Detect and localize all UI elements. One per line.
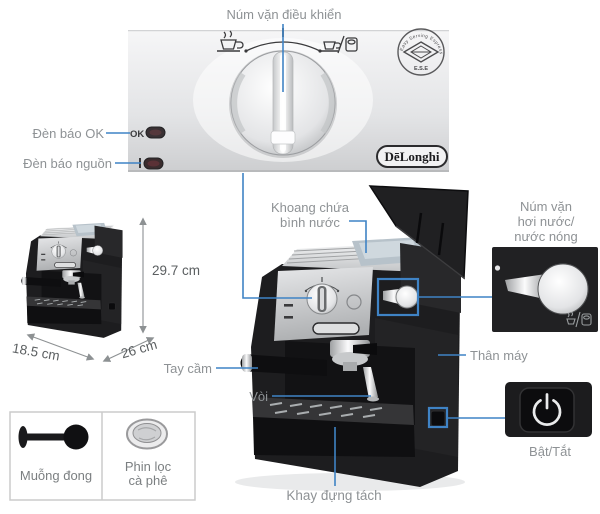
control-panel-closeup: Easy Serving Espresso E.S.E DēLonghi OK bbox=[0, 0, 449, 172]
brand-logo: DēLonghi bbox=[376, 145, 448, 168]
water-tank-label-line1: Khoang chứa bbox=[270, 200, 350, 215]
filter-label: Phin lọc cà phê bbox=[125, 460, 171, 488]
steam-knob-label-line2: hơi nước/ bbox=[517, 214, 575, 229]
dimension-lines bbox=[26, 217, 155, 362]
power-label: Bật/Tắt bbox=[529, 444, 571, 459]
nozzle-label: Vòi bbox=[249, 389, 268, 404]
filter-label-line2: cà phê bbox=[128, 473, 168, 488]
power-icon bbox=[532, 393, 562, 426]
control-knob bbox=[229, 50, 337, 158]
ok-light-label: Đèn báo OK bbox=[32, 126, 104, 141]
power-indicator-light bbox=[139, 157, 164, 170]
steam-cup-icon bbox=[217, 30, 244, 52]
water-tank-label-line2: bình nước bbox=[280, 215, 340, 230]
brand-logo-text: DēLonghi bbox=[385, 149, 440, 164]
accessory-box bbox=[9, 411, 196, 501]
body-label: Thân máy bbox=[470, 348, 528, 363]
measuring-spoon-icon bbox=[18, 424, 89, 450]
filter-label-line1: Phin lọc bbox=[124, 459, 172, 474]
cup-tray-label: Khay đựng tách bbox=[286, 488, 382, 503]
steam-knob-label: Núm vặn hơi nước/ nước nóng bbox=[514, 199, 578, 244]
ok-light-caption: OK bbox=[130, 129, 144, 140]
water-tank-label: Khoang chứa bình nước bbox=[271, 200, 349, 230]
steam-cup-pod-mini-icons bbox=[566, 311, 592, 328]
main-machine bbox=[235, 184, 470, 491]
coffee-filter-icon bbox=[126, 418, 168, 450]
control-knob-label: Núm vặn điều khiển bbox=[226, 7, 342, 22]
power-light-label: Đèn báo nguồn bbox=[23, 156, 112, 171]
steam-knob-label-line3: nước nóng bbox=[514, 229, 578, 244]
spoon-label: Muỗng đong bbox=[19, 468, 93, 483]
ese-text: E.S.E bbox=[414, 66, 428, 72]
steam-knob-closeup bbox=[492, 247, 598, 332]
dimension-height: 29.7 cm bbox=[152, 263, 201, 278]
power-button-closeup bbox=[505, 382, 592, 437]
ok-indicator-light: OK bbox=[130, 126, 166, 140]
small-machine bbox=[20, 222, 124, 339]
handle-label: Tay cầm bbox=[163, 361, 212, 376]
callout-lines bbox=[106, 24, 505, 486]
cup-pod-icon bbox=[321, 35, 358, 54]
steam-knob-label-line1: Núm vặn bbox=[519, 199, 573, 214]
